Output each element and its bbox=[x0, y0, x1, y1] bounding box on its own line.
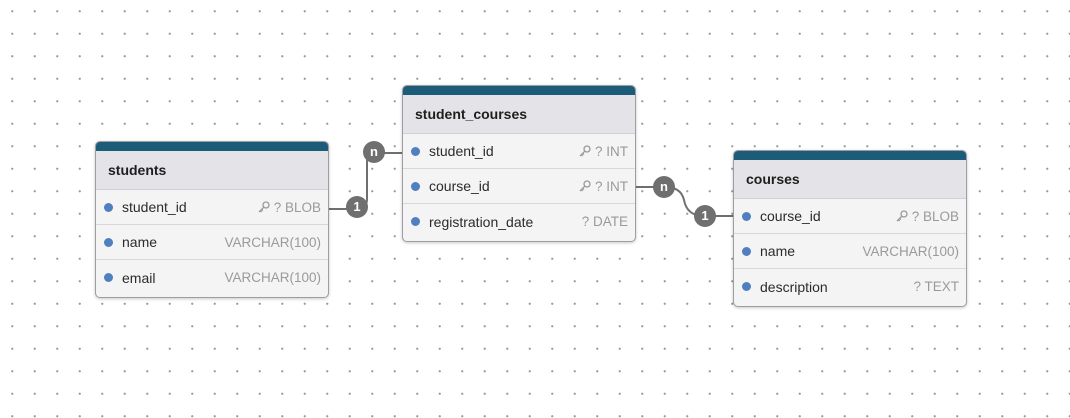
field-type: ? DATE bbox=[581, 214, 628, 229]
field-type-label: ? BLOB bbox=[273, 199, 321, 215]
cardinality-badge-many: n bbox=[653, 176, 675, 198]
field-name: registration_date bbox=[429, 213, 534, 230]
table-title: student_courses bbox=[403, 95, 635, 134]
key-icon bbox=[258, 201, 270, 213]
field-type-label: ? BLOB bbox=[911, 208, 959, 224]
field-row[interactable]: description ? TEXT bbox=[734, 269, 966, 304]
field-dot-icon bbox=[104, 273, 113, 282]
table-student-courses[interactable]: student_courses student_id ? INT course_… bbox=[402, 85, 636, 242]
cardinality-badge-many: n bbox=[363, 141, 385, 163]
field-row[interactable]: registration_date ? DATE bbox=[403, 204, 635, 239]
cardinality-badge-one: 1 bbox=[346, 196, 368, 218]
field-dot-icon bbox=[104, 202, 113, 212]
field-type: ? INT bbox=[578, 144, 628, 159]
table-header-bar bbox=[403, 86, 635, 95]
field-row[interactable]: email VARCHAR(100) bbox=[96, 260, 328, 295]
field-type: ? BLOB bbox=[895, 209, 959, 224]
field-dot-icon bbox=[104, 237, 113, 247]
table-title: students bbox=[96, 151, 328, 190]
field-type-label: ? INT bbox=[594, 178, 628, 194]
field-dot-icon bbox=[742, 211, 751, 221]
field-row[interactable]: name VARCHAR(100) bbox=[96, 225, 328, 260]
field-type: VARCHAR(100) bbox=[224, 234, 321, 250]
field-row[interactable]: course_id ? INT bbox=[403, 169, 635, 204]
field-row[interactable]: student_id ? INT bbox=[403, 134, 635, 169]
table-title: courses bbox=[734, 160, 966, 199]
table-courses[interactable]: courses course_id ? BLOB name VARCHAR(10… bbox=[733, 150, 967, 307]
field-type: ? TEXT bbox=[913, 279, 959, 294]
field-dot-icon bbox=[742, 282, 751, 291]
key-icon bbox=[896, 210, 908, 222]
field-dot-icon bbox=[411, 181, 420, 191]
field-name: course_id bbox=[760, 208, 821, 224]
field-row[interactable]: course_id ? BLOB bbox=[734, 199, 966, 234]
field-name: student_id bbox=[122, 199, 187, 215]
field-name: description bbox=[760, 278, 828, 295]
field-type-label: ? INT bbox=[594, 143, 628, 159]
field-name: email bbox=[122, 269, 156, 286]
field-type: VARCHAR(100) bbox=[224, 270, 321, 285]
field-name: name bbox=[122, 234, 158, 250]
field-row[interactable]: name VARCHAR(100) bbox=[734, 234, 966, 269]
edge-courses-student-courses[interactable] bbox=[636, 186, 735, 217]
table-header-bar bbox=[96, 142, 328, 151]
field-name: student_id bbox=[429, 143, 494, 159]
key-icon bbox=[579, 180, 591, 192]
field-dot-icon bbox=[742, 246, 751, 256]
field-type: ? INT bbox=[578, 179, 628, 194]
field-dot-icon bbox=[411, 146, 420, 156]
field-type: ? BLOB bbox=[257, 200, 321, 215]
field-name: course_id bbox=[429, 178, 490, 194]
field-name: name bbox=[760, 243, 796, 259]
table-students[interactable]: students student_id ? BLOB name VARCHAR(… bbox=[95, 141, 329, 298]
field-row[interactable]: student_id ? BLOB bbox=[96, 190, 328, 225]
table-header-bar bbox=[734, 151, 966, 160]
cardinality-badge-one: 1 bbox=[694, 205, 716, 227]
field-dot-icon bbox=[411, 217, 420, 226]
key-icon bbox=[579, 145, 591, 157]
field-type: VARCHAR(100) bbox=[862, 243, 959, 259]
